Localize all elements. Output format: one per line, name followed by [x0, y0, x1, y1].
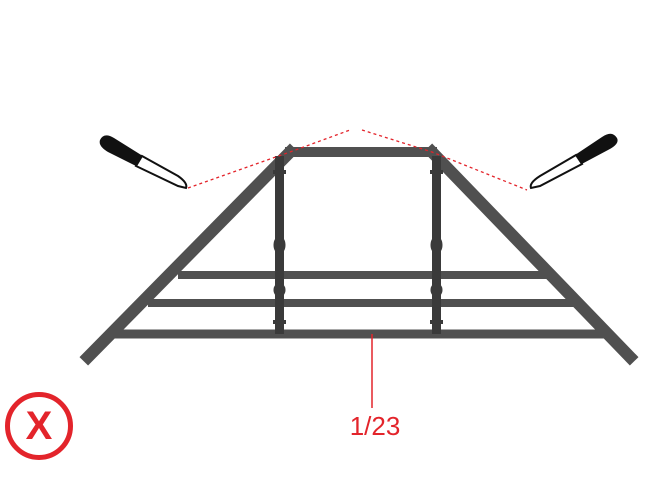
x-mark-icon: X	[5, 392, 73, 460]
right-rafter	[423, 143, 639, 366]
left-baluster	[273, 156, 286, 334]
callout-label: 1/23	[349, 411, 401, 441]
left-guide-line	[187, 129, 351, 189]
cut-guide-lines	[187, 129, 528, 191]
right-knife-icon	[529, 133, 618, 190]
status-mark-glyph: X	[25, 403, 53, 448]
right-guide-line	[361, 129, 528, 191]
left-knife-icon	[99, 135, 188, 190]
left-rafter	[79, 143, 299, 366]
right-baluster	[430, 156, 443, 334]
truss-frame	[79, 143, 639, 366]
